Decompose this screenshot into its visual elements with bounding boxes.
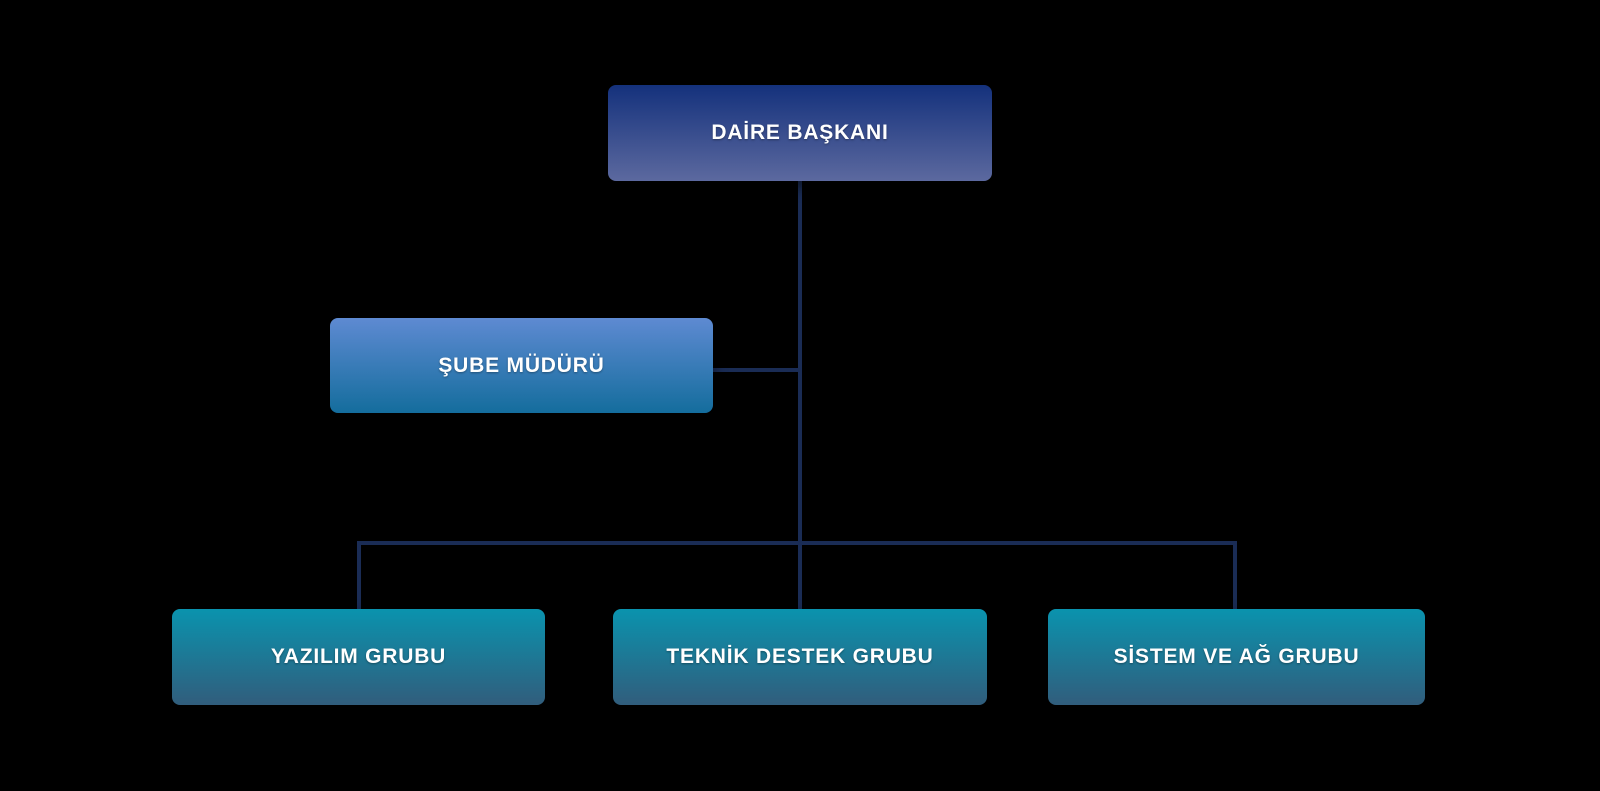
org-node-label: YAZILIM GRUBU	[270, 645, 447, 668]
org-node-label: ŞUBE MÜDÜRÜ	[438, 353, 605, 377]
connector-drop-yazilim	[357, 541, 361, 609]
org-node-label: DAİRE BAŞKANI	[711, 121, 889, 144]
org-node-sube-muduru: ŞUBE MÜDÜRÜ	[330, 318, 713, 413]
org-node-label: SİSTEM VE AĞ GRUBU	[1113, 645, 1360, 668]
org-node-sistem-ve-ag-grubu: SİSTEM VE AĞ GRUBU	[1048, 609, 1425, 705]
connector-horizontal-rail	[357, 541, 1237, 545]
org-node-yazilim-grubu: YAZILIM GRUBU	[172, 609, 545, 705]
connector-sube-muduru-link	[713, 368, 800, 372]
org-node-teknik-destek-grubu: TEKNİK DESTEK GRUBU	[613, 609, 987, 705]
org-node-daire-baskani: DAİRE BAŞKANI	[608, 85, 992, 181]
org-node-label: TEKNİK DESTEK GRUBU	[666, 645, 934, 668]
connector-drop-sistem	[1233, 541, 1237, 609]
connector-main-vertical	[798, 181, 802, 609]
